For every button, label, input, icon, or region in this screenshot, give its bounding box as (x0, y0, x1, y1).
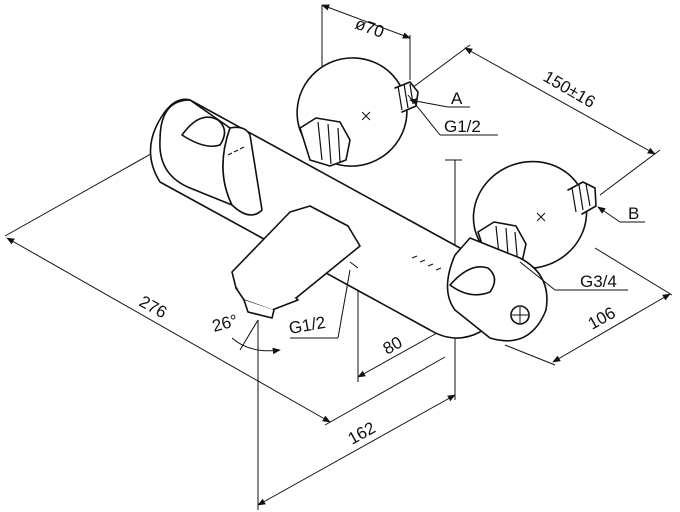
leader-lines (290, 94, 645, 339)
wall-flange-rear (296, 57, 419, 167)
label-thread-spout: G1/2 (287, 313, 327, 338)
label-thread-outlet: G3/4 (580, 272, 617, 291)
label-thread-inlet: G1/2 (444, 117, 481, 136)
dim-flange-diameter: ø70 (353, 14, 387, 42)
flow-handle-indicator (449, 266, 496, 296)
angle-indicator (231, 319, 281, 355)
dim-spout-angle: 26° (210, 311, 240, 336)
label-inlet-a: A (451, 89, 463, 108)
thermostat-handle-indicator (181, 116, 226, 148)
spout (231, 205, 361, 319)
label-inlet-b: B (628, 204, 639, 223)
dim-depth-80: 80 (380, 333, 406, 359)
dim-center-distance: 150±16 (540, 67, 599, 112)
dim-depth-106: 106 (585, 303, 619, 333)
dim-length-276: 276 (136, 292, 170, 322)
dim-depth-162: 162 (345, 418, 379, 448)
connector-nut-rear (299, 117, 351, 167)
